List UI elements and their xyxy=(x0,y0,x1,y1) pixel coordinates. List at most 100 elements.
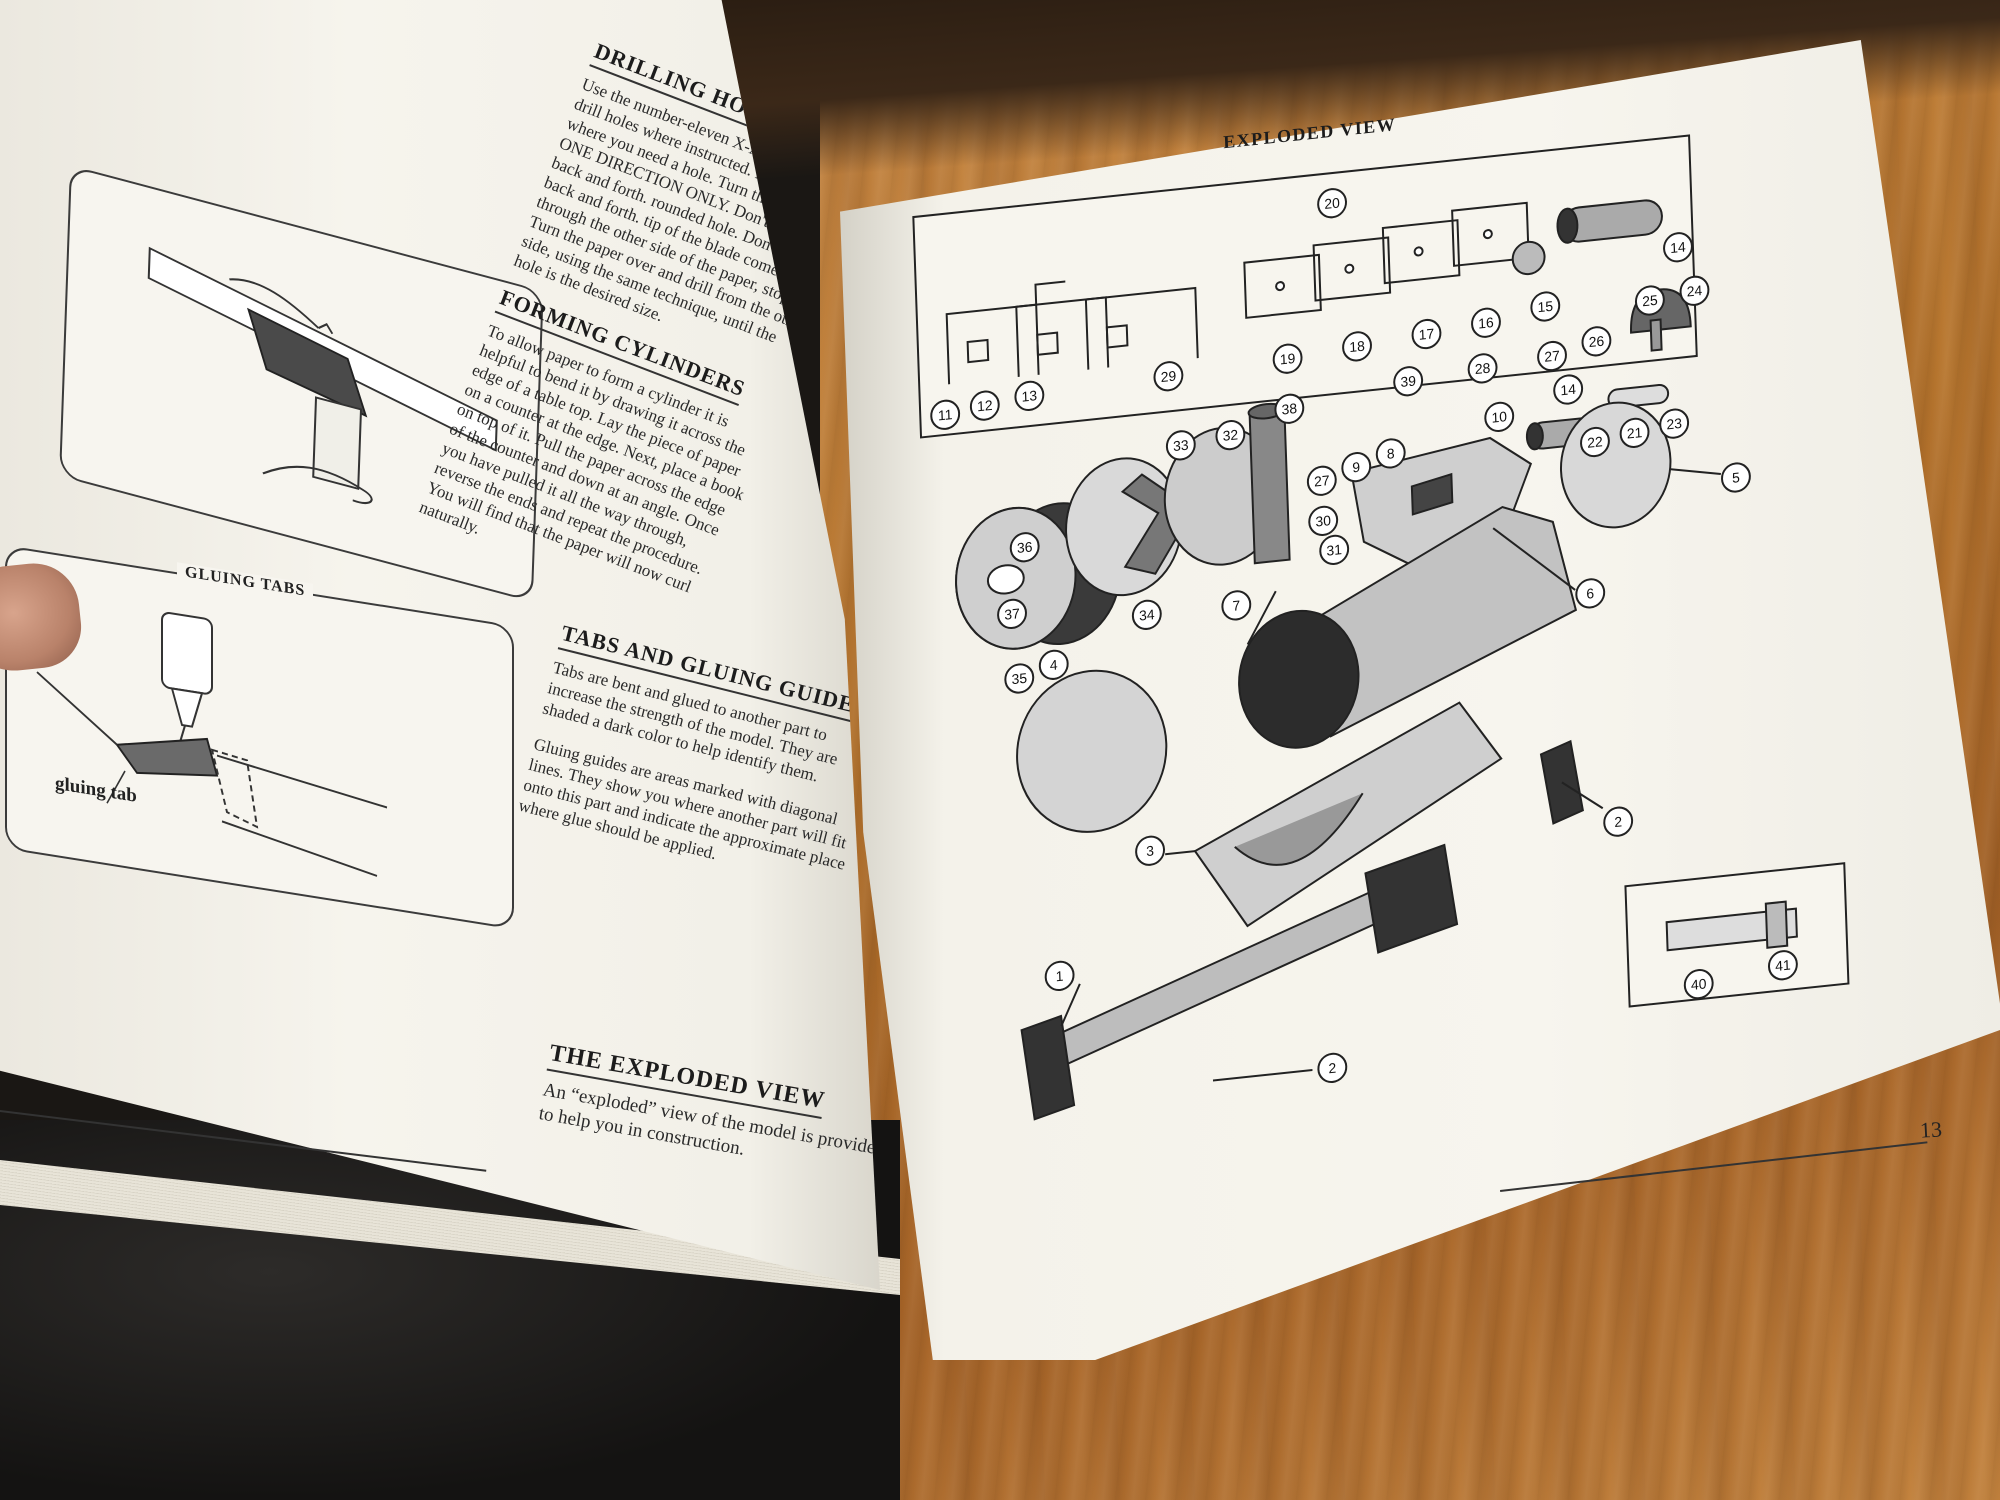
svg-text:23: 23 xyxy=(1666,415,1682,433)
callout-10: 10 xyxy=(1484,401,1515,433)
svg-text:27: 27 xyxy=(1314,472,1330,490)
svg-text:1: 1 xyxy=(1055,967,1064,984)
svg-text:11: 11 xyxy=(938,406,953,424)
svg-text:14: 14 xyxy=(1560,381,1576,399)
svg-text:36: 36 xyxy=(1017,538,1033,556)
callout-1: 1 xyxy=(1044,960,1075,992)
svg-text:15: 15 xyxy=(1537,298,1553,316)
callout-30: 30 xyxy=(1308,505,1339,536)
callout-18: 18 xyxy=(1342,331,1372,362)
callout-41: 41 xyxy=(1767,950,1798,981)
svg-text:20: 20 xyxy=(1324,194,1340,212)
svg-text:33: 33 xyxy=(1173,437,1189,455)
callout-3: 3 xyxy=(1135,835,1165,866)
tabs-guides-column: TABS AND GLUING GUIDES Tabs are bent and… xyxy=(513,620,880,913)
callout-7: 7 xyxy=(1221,590,1252,621)
callout-31: 31 xyxy=(1319,534,1350,565)
svg-text:2: 2 xyxy=(1614,813,1623,830)
left-page: GLUING TABS gluing tab DRILLING HOLES Us… xyxy=(0,0,880,1290)
plate-16 xyxy=(1451,201,1530,267)
callout-34: 34 xyxy=(1131,599,1162,630)
exploded-view-section: THE EXPLODED VIEW An “exploded” view of … xyxy=(534,1040,880,1204)
svg-text:13: 13 xyxy=(1021,387,1037,405)
callout-25: 25 xyxy=(1634,285,1665,316)
callout-27b: 27 xyxy=(1306,465,1337,496)
foot-2a xyxy=(1020,1014,1076,1121)
callout-2b: 2 xyxy=(1603,806,1634,837)
svg-text:22: 22 xyxy=(1587,433,1603,451)
svg-text:40: 40 xyxy=(1691,975,1707,993)
callout-22: 22 xyxy=(1580,426,1610,458)
callout-12: 12 xyxy=(969,390,1000,421)
svg-text:2: 2 xyxy=(1328,1059,1337,1076)
disc-4 xyxy=(1016,669,1168,833)
callout-8: 8 xyxy=(1375,438,1406,469)
svg-text:3: 3 xyxy=(1146,842,1155,859)
svg-text:17: 17 xyxy=(1418,325,1434,343)
svg-text:12: 12 xyxy=(977,397,993,415)
ball-15 xyxy=(1511,240,1546,276)
svg-text:38: 38 xyxy=(1281,400,1297,418)
svg-text:41: 41 xyxy=(1775,956,1791,974)
svg-text:18: 18 xyxy=(1349,338,1365,356)
svg-text:39: 39 xyxy=(1400,372,1416,390)
callout-16: 16 xyxy=(1471,307,1501,338)
plate-18 xyxy=(1312,236,1392,302)
callout-4: 4 xyxy=(1038,649,1069,680)
callout-9: 9 xyxy=(1341,452,1372,483)
svg-text:8: 8 xyxy=(1387,445,1396,462)
book-press-illustration xyxy=(59,165,544,603)
callout-21: 21 xyxy=(1619,417,1650,448)
callout-14a: 14 xyxy=(1663,232,1693,263)
svg-text:37: 37 xyxy=(1004,605,1020,623)
callout-13: 13 xyxy=(1014,380,1045,412)
callout-5: 5 xyxy=(1721,462,1751,493)
svg-text:34: 34 xyxy=(1139,606,1155,624)
svg-text:29: 29 xyxy=(1160,367,1176,385)
svg-text:5: 5 xyxy=(1732,469,1741,486)
svg-text:6: 6 xyxy=(1586,585,1595,602)
page-number: 13 xyxy=(1919,1116,1943,1143)
svg-text:30: 30 xyxy=(1315,512,1331,530)
rod-38 xyxy=(1248,408,1291,565)
disc-5 xyxy=(1559,401,1672,529)
svg-text:14: 14 xyxy=(1670,238,1686,256)
svg-text:28: 28 xyxy=(1475,360,1491,378)
gluing-tabs-illustration: GLUING TABS gluing tab xyxy=(5,545,514,930)
svg-text:16: 16 xyxy=(1478,314,1494,332)
callout-39: 39 xyxy=(1393,366,1424,397)
exploded-view-diagram-area: EXPLODED VIEW xyxy=(880,7,1992,1202)
callout-36: 36 xyxy=(1009,532,1040,563)
callout-26: 26 xyxy=(1581,326,1612,357)
svg-text:7: 7 xyxy=(1232,597,1241,614)
foot-2b xyxy=(1364,843,1459,954)
svg-text:21: 21 xyxy=(1627,424,1643,442)
svg-text:35: 35 xyxy=(1011,670,1027,688)
plate-17 xyxy=(1381,219,1461,285)
svg-text:19: 19 xyxy=(1280,350,1296,368)
tube-end-7 xyxy=(1238,609,1360,749)
svg-text:24: 24 xyxy=(1686,282,1702,300)
svg-text:10: 10 xyxy=(1491,408,1507,426)
callout-15: 15 xyxy=(1530,291,1561,322)
callout-19: 19 xyxy=(1272,343,1303,374)
callout-14b: 14 xyxy=(1553,374,1584,405)
callout-2a: 2 xyxy=(1317,1052,1348,1084)
detail-cylinder xyxy=(1665,907,1798,952)
callout-38: 38 xyxy=(1274,393,1305,424)
callout-33: 33 xyxy=(1165,430,1196,461)
callout-27a: 27 xyxy=(1537,340,1567,372)
exploded-view-diagram: 1 2 2 3 4 5 6 7 8 9 10 11 12 13 14 14 15 xyxy=(912,134,1850,1121)
callout-24: 24 xyxy=(1679,275,1710,306)
callout-6: 6 xyxy=(1575,578,1606,609)
callout-11: 11 xyxy=(930,399,961,430)
callout-37: 37 xyxy=(997,598,1027,630)
svg-text:4: 4 xyxy=(1050,656,1059,673)
book-press-drawing xyxy=(147,246,498,505)
plate-19 xyxy=(1243,253,1322,319)
callout-32: 32 xyxy=(1215,419,1246,451)
svg-text:26: 26 xyxy=(1588,332,1604,350)
part-strip-13 xyxy=(1084,286,1199,370)
